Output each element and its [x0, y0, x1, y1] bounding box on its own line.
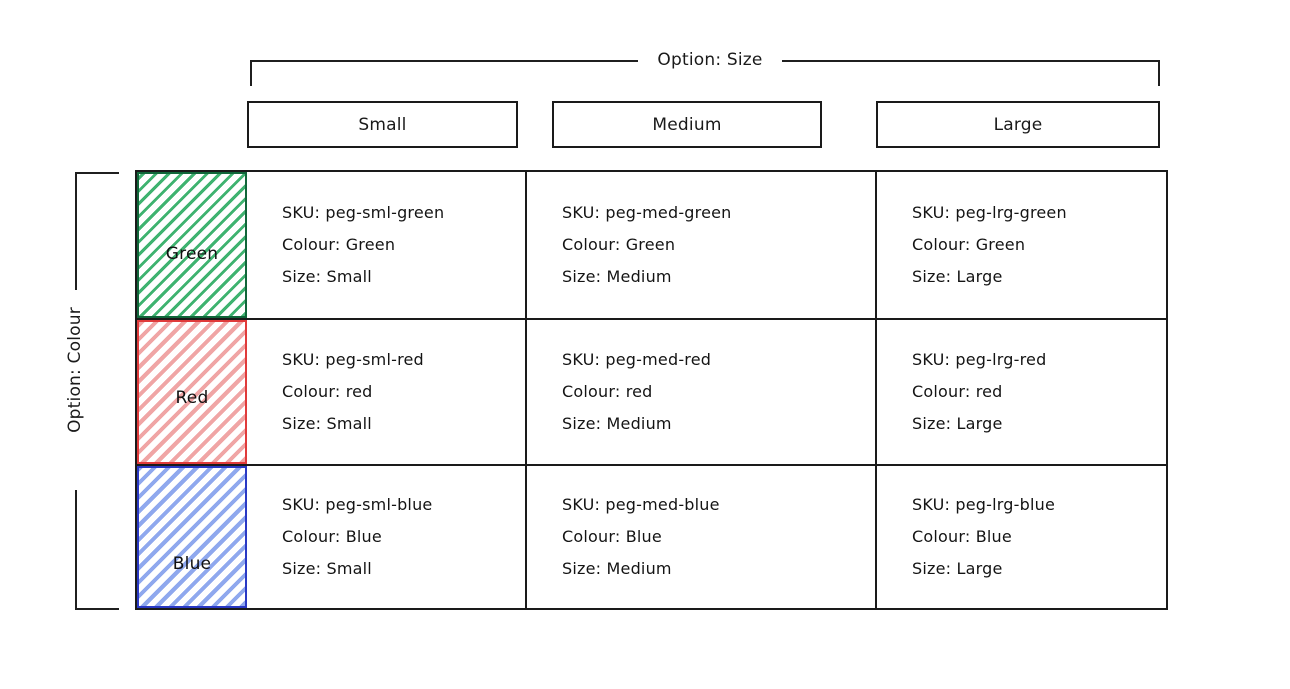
cell-sku: SKU: peg-lrg-blue — [912, 495, 1055, 514]
cell-size: Size: Large — [912, 414, 1003, 433]
row-header-label: Red — [175, 388, 209, 408]
bracket-arm-top — [75, 172, 119, 174]
size-axis-label: Option: Size — [638, 46, 782, 74]
matrix-cell-red-small[interactable]: SKU: peg-sml-red Colour: red Size: Small — [247, 320, 525, 464]
cell-sku: SKU: peg-lrg-green — [912, 203, 1067, 222]
cell-size: Size: Medium — [562, 559, 672, 578]
bracket-bar-left — [250, 60, 638, 62]
cell-sku: SKU: peg-sml-red — [282, 350, 424, 369]
cell-colour: Colour: Blue — [282, 527, 382, 546]
cell-colour: Colour: Green — [912, 235, 1026, 254]
table-row: Blue SKU: peg-sml-blue Colour: Blue Size… — [137, 464, 1166, 608]
matrix-cell-red-medium[interactable]: SKU: peg-med-red Colour: red Size: Mediu… — [525, 320, 875, 464]
matrix-cell-green-medium[interactable]: SKU: peg-med-green Colour: Green Size: M… — [525, 172, 875, 318]
cell-size: Size: Medium — [562, 267, 672, 286]
cell-colour: Colour: red — [912, 382, 1003, 401]
matrix-cell-blue-small[interactable]: SKU: peg-sml-blue Colour: Blue Size: Sma… — [247, 466, 525, 608]
matrix-cell-blue-medium[interactable]: SKU: peg-med-blue Colour: Blue Size: Med… — [525, 466, 875, 608]
row-header-label: Blue — [172, 554, 212, 574]
cell-colour: Colour: red — [562, 382, 653, 401]
row-header-blue[interactable]: Blue — [137, 466, 247, 608]
column-header-medium[interactable]: Medium — [552, 101, 822, 148]
bracket-tick-right — [1158, 60, 1160, 86]
cell-sku: SKU: peg-sml-green — [282, 203, 445, 222]
cell-size: Size: Small — [282, 559, 372, 578]
colour-axis-label: Option: Colour — [65, 307, 85, 433]
bracket-spine-gap — [72, 290, 81, 490]
matrix-cell-green-small[interactable]: SKU: peg-sml-green Colour: Green Size: S… — [247, 172, 525, 318]
matrix-cell-blue-large[interactable]: SKU: peg-lrg-blue Colour: Blue Size: Lar… — [875, 466, 1170, 608]
colour-axis-bracket: Option: Colour — [65, 172, 119, 610]
bracket-tick-left — [250, 60, 252, 86]
table-row: Green SKU: peg-sml-green Colour: Green S… — [137, 172, 1166, 318]
size-axis-bracket: Option: Size — [250, 46, 1160, 88]
cell-sku: SKU: peg-med-green — [562, 203, 732, 222]
cell-colour: Colour: Blue — [912, 527, 1012, 546]
row-header-red[interactable]: Red — [137, 320, 247, 464]
table-row: Red SKU: peg-sml-red Colour: red Size: S… — [137, 318, 1166, 464]
cell-colour: Colour: Green — [282, 235, 396, 254]
column-header-large[interactable]: Large — [876, 101, 1160, 148]
cell-size: Size: Large — [912, 267, 1003, 286]
cell-sku: SKU: peg-lrg-red — [912, 350, 1047, 369]
variant-matrix-table: Green SKU: peg-sml-green Colour: Green S… — [135, 170, 1168, 610]
matrix-cell-green-large[interactable]: SKU: peg-lrg-green Colour: Green Size: L… — [875, 172, 1170, 318]
bracket-bar-right — [782, 60, 1160, 62]
row-header-label: Green — [165, 244, 219, 264]
cell-sku: SKU: peg-med-blue — [562, 495, 720, 514]
cell-size: Size: Medium — [562, 414, 672, 433]
cell-sku: SKU: peg-sml-blue — [282, 495, 433, 514]
cell-colour: Colour: red — [282, 382, 373, 401]
cell-size: Size: Large — [912, 559, 1003, 578]
cell-size: Size: Small — [282, 267, 372, 286]
row-header-green[interactable]: Green — [137, 172, 247, 318]
cell-colour: Colour: Green — [562, 235, 676, 254]
column-header-small[interactable]: Small — [247, 101, 518, 148]
cell-size: Size: Small — [282, 414, 372, 433]
matrix-cell-red-large[interactable]: SKU: peg-lrg-red Colour: red Size: Large — [875, 320, 1170, 464]
bracket-arm-bottom — [75, 608, 119, 610]
cell-sku: SKU: peg-med-red — [562, 350, 712, 369]
cell-colour: Colour: Blue — [562, 527, 662, 546]
